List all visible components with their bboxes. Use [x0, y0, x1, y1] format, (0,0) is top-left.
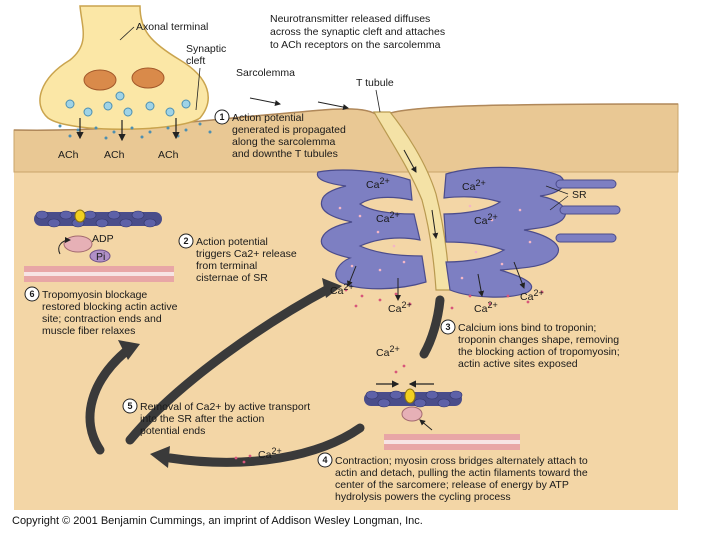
svg-text:Ca2+: Ca2+: [474, 300, 498, 315]
svg-text:Tropomyosin blockage: Tropomyosin blockage: [42, 289, 147, 301]
svg-text:Ca2+: Ca2+: [474, 212, 498, 227]
svg-text:1: 1: [219, 112, 224, 122]
ach-label: ACh: [158, 149, 179, 161]
svg-text:Removal of Ca2+ by active tran: Removal of Ca2+ by active transport: [140, 401, 310, 413]
svg-text:from terminal: from terminal: [196, 260, 257, 272]
svg-text:Ca2+: Ca2+: [388, 300, 412, 315]
svg-text:Action potential: Action potential: [232, 112, 304, 124]
neurotransmitter-caption: Neurotransmitter released diffuses: [270, 13, 430, 25]
axonal-terminal: [39, 5, 209, 130]
synaptic-cleft-label: Synaptic: [186, 43, 226, 55]
step-2: 2 Action potential triggers Ca2+ release…: [178, 233, 297, 284]
calcium-ions: [338, 204, 532, 280]
calcium-labels: Ca2+ Ca2+ Ca2+ Ca2+ Ca2+ Ca2+ Ca2+ Ca2+ …: [258, 176, 544, 461]
cycle-arrow-removal-to-relax: [85, 343, 135, 455]
thin-filament-relaxed: [34, 209, 162, 228]
svg-text:Calcium ions bind to troponin;: Calcium ions bind to troponin;: [458, 322, 596, 334]
svg-text:site; contraction ends and: site; contraction ends and: [42, 313, 162, 325]
cycle-arrow-step4-return: [165, 423, 365, 467]
svg-text:hydrolysis powers the cycling: hydrolysis powers the cycling process: [335, 491, 511, 503]
cycle-arrow-release-to-binding: [419, 295, 445, 359]
sarcoplasmic-reticulum-left: [316, 169, 427, 290]
neurotransmitter-caption: to ACh receptors on the sarcolemma: [270, 39, 441, 51]
synaptic-vesicles: [65, 91, 191, 117]
svg-text:muscle fiber relaxes: muscle fiber relaxes: [42, 325, 135, 337]
adp-label: ADP: [92, 233, 114, 245]
sarcoplasmic-reticulum-right: [443, 166, 567, 298]
neurotransmitter-caption: across the synaptic cleft and attaches: [270, 26, 445, 38]
svg-text:Ca2+: Ca2+: [376, 344, 400, 359]
myosin-head-relaxed: [63, 235, 93, 253]
svg-text:Contraction; myosin cross brid: Contraction; myosin cross bridges altern…: [335, 455, 588, 467]
svg-text:triggers Ca2+ release: triggers Ca2+ release: [196, 248, 297, 260]
thick-filament-relaxed: [24, 266, 174, 282]
svg-text:potential ends: potential ends: [140, 425, 205, 437]
step-3: 3 Calcium ions bind to troponin; troponi…: [440, 319, 620, 370]
cycle-arrow-to-sr: [125, 283, 335, 445]
pi-label: Pi: [96, 251, 105, 263]
svg-text:troponin changes shape, removi: troponin changes shape, removing: [458, 334, 619, 346]
svg-text:center of the sarcomere; relea: center of the sarcomere; release of ener…: [335, 479, 569, 491]
sarcolemma-label: Sarcolemma: [236, 67, 295, 79]
svg-text:Ca2+: Ca2+: [462, 178, 486, 193]
svg-text:into the SR after the action: into the SR after the action: [140, 413, 264, 425]
svg-text:cisternae of SR: cisternae of SR: [196, 272, 268, 284]
mitochondrion: [131, 67, 165, 89]
mitochondrion: [83, 69, 117, 91]
svg-text:6: 6: [29, 289, 34, 299]
svg-text:Ca2+: Ca2+: [520, 288, 544, 303]
svg-text:Ca2+: Ca2+: [258, 446, 282, 461]
sr-label: SR: [572, 189, 587, 201]
step-1: 1 Action potential generated is propagat…: [214, 109, 346, 160]
step-5: 5 Removal of Ca2+ by active transport in…: [122, 398, 310, 437]
svg-text:generated is propagated: generated is propagated: [232, 124, 346, 136]
svg-text:Ca2+: Ca2+: [366, 176, 390, 191]
t-tubule: [372, 111, 451, 291]
step-4: 4 Contraction; myosin cross bridges alte…: [317, 452, 588, 503]
ach-molecules: [58, 122, 212, 140]
axonal-terminal-label: Axonal terminal: [136, 21, 208, 33]
svg-text:restored blocking actin active: restored blocking actin active: [42, 301, 178, 313]
svg-text:Ca2+: Ca2+: [330, 282, 354, 297]
ach-label: ACh: [104, 149, 125, 161]
thick-filament-active: [384, 434, 520, 450]
svg-text:Action potential: Action potential: [196, 236, 268, 248]
svg-text:actin active sites exposed: actin active sites exposed: [458, 358, 578, 370]
released-calcium: [344, 288, 544, 310]
svg-text:3: 3: [445, 322, 450, 332]
synaptic-cleft-label: cleft: [186, 55, 205, 67]
svg-text:2: 2: [183, 236, 188, 246]
t-tubule-label: T tubule: [356, 77, 394, 89]
pi-molecule: [89, 249, 111, 263]
svg-text:along the sarcolemma: along the sarcolemma: [232, 136, 335, 148]
thin-filament-active: [364, 388, 463, 408]
svg-text:actin and detach, pulling the: actin and detach, pulling the actin fila…: [335, 467, 588, 479]
svg-text:and downthe T tubules: and downthe T tubules: [232, 148, 338, 160]
svg-text:5: 5: [127, 401, 132, 411]
step-6: 6 Tropomyosin blockage restored blocking…: [24, 286, 178, 337]
svg-text:the blocking action of tropomy: the blocking action of tropomyosin;: [458, 346, 620, 358]
myosin-head-active: [401, 406, 423, 422]
ach-label: ACh: [58, 149, 79, 161]
svg-text:4: 4: [322, 455, 327, 465]
copyright-notice: Copyright © 2001 Benjamin Cummings, an i…: [12, 515, 423, 527]
svg-text:Ca2+: Ca2+: [376, 210, 400, 225]
